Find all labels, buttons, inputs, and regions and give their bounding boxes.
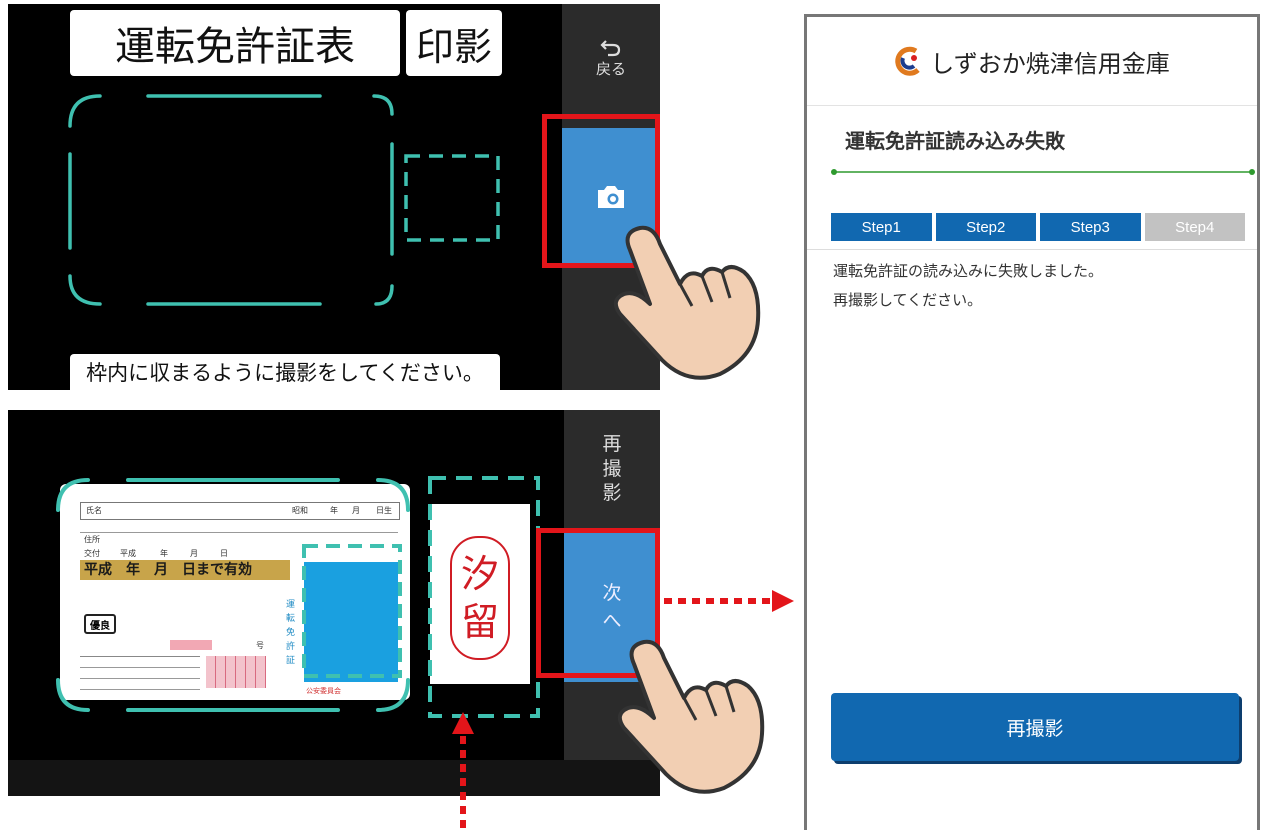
license-issue-era: 平成 <box>120 549 136 558</box>
license-class-table <box>80 656 200 693</box>
license-issue-month: 月 <box>190 549 198 558</box>
retake-side-button[interactable]: 再 撮 影 <box>564 410 660 528</box>
camera-icon <box>598 186 624 208</box>
retake-button[interactable]: 再撮影 <box>831 693 1239 761</box>
capture-instruction: 枠内に収まるように撮影をしてください。 <box>70 354 500 390</box>
next-highlight <box>536 528 660 678</box>
license-number-redacted <box>170 640 212 650</box>
back-button[interactable]: 戻る <box>562 4 660 110</box>
capture-screen: 運転免許証表 印影 戻る 枠内に収まるように撮影をしてください。 <box>8 4 660 390</box>
step-3: Step3 <box>1040 213 1141 241</box>
next-char-2: へ <box>602 610 622 632</box>
retake-char-2: 撮 <box>602 457 622 480</box>
error-message-line-2: 再撮影してください。 <box>833 291 983 309</box>
license-number-label: 号 <box>256 641 264 650</box>
back-button-label: 戻る <box>595 59 626 78</box>
progress-line <box>831 169 1255 175</box>
shutter-highlight <box>542 114 660 268</box>
step-1: Step1 <box>831 213 932 241</box>
license-issue-day: 日 <box>220 549 228 558</box>
license-card-image: 氏名 昭和 年 月 日生 住所 交付 平成 年 月 日 平成 年 月 日まで有効… <box>60 484 410 700</box>
error-message-line-1: 運転免許証の読み込みに失敗しました。 <box>833 262 1104 280</box>
capture-guide-frame <box>68 94 500 306</box>
retake-char-3: 影 <box>602 482 622 505</box>
pointing-hand-icon <box>617 639 765 794</box>
dotted-arrow-up-icon <box>452 712 474 830</box>
license-photo-area <box>304 562 398 682</box>
license-birth-year: 年 <box>330 506 338 515</box>
license-name-row <box>80 502 400 520</box>
step-4: Step4 <box>1144 213 1245 241</box>
license-front-label: 運転免許証表 <box>70 10 400 76</box>
divider <box>807 249 1257 250</box>
page-title: 運転免許証読み込み失敗 <box>845 129 1065 153</box>
license-issue-label: 交付 <box>84 549 100 558</box>
license-birth-era: 昭和 <box>292 506 308 515</box>
retake-char-1: 再 <box>602 432 622 455</box>
license-authority: 公安委員会 <box>306 687 341 695</box>
confirm-screen: 氏名 昭和 年 月 日生 住所 交付 平成 年 月 日 平成 年 月 日まで有効… <box>8 410 660 796</box>
license-excellent-badge: 優良 <box>84 614 116 634</box>
license-birth-day: 日生 <box>376 506 392 515</box>
license-category-grid <box>206 656 266 688</box>
license-address-row <box>80 532 398 549</box>
seal-impression-image: 汐 留 <box>430 504 530 684</box>
seal-char-2: 留 <box>460 600 499 644</box>
license-issue-year: 年 <box>160 549 168 558</box>
license-name-label: 氏名 <box>86 506 102 515</box>
license-address-label: 住所 <box>84 535 100 544</box>
undo-arrow-icon <box>600 39 621 56</box>
bottom-band <box>8 760 660 796</box>
license-vertical-title: 運転免許証 <box>286 600 296 666</box>
app-header: しずおか焼津信用金庫 <box>807 17 1257 106</box>
next-char-1: 次 <box>602 581 622 604</box>
pointing-hand-icon <box>613 225 761 380</box>
shinkin-logo-icon <box>895 46 920 76</box>
seal-stamp: 汐 留 <box>450 536 510 660</box>
step-2: Step2 <box>935 213 1036 241</box>
step-indicator: Step1 Step2 Step3 Step4 <box>831 213 1245 241</box>
license-birth-month: 月 <box>352 506 360 515</box>
brand-name: しずおか焼津信用金庫 <box>930 49 1170 78</box>
error-message: 運転免許証の読み込みに失敗しました。 再撮影してください。 <box>833 257 1233 315</box>
license-validity-band: 平成 年 月 日まで有効 <box>80 560 290 580</box>
dotted-arrow-right-icon <box>664 590 794 612</box>
confirm-guide-frame <box>56 476 540 718</box>
seal-char-1: 汐 <box>460 552 499 596</box>
seal-label: 印影 <box>406 10 502 76</box>
phone-screen: しずおか焼津信用金庫 運転免許証読み込み失敗 Step1 Step2 Step3… <box>804 14 1260 830</box>
